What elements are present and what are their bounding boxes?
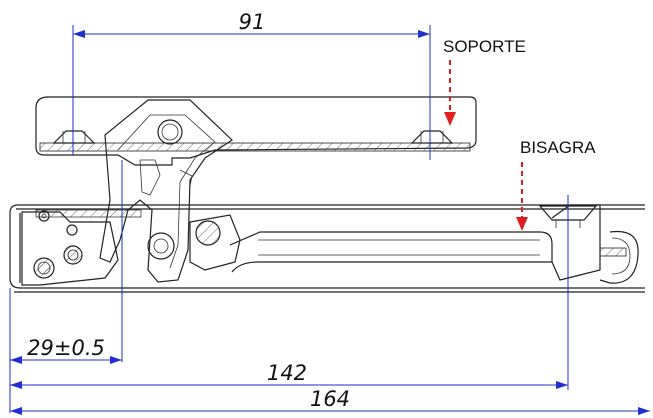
dimension-29: 29±0.5 xyxy=(9,160,123,413)
support-screw-left xyxy=(52,130,96,144)
dimension-91-label: 91 xyxy=(239,10,266,34)
dimension-142: 142 xyxy=(10,195,569,390)
hinge-link-arm xyxy=(99,99,233,283)
callout-bisagra: BISAGRA xyxy=(516,138,596,231)
dimension-91: 91 xyxy=(72,10,431,160)
dimension-142-label: 142 xyxy=(267,361,307,385)
callout-soporte-label: SOPORTE xyxy=(443,37,526,56)
support-screw-right xyxy=(410,130,454,144)
hinge-screw xyxy=(538,205,598,228)
callout-bisagra-label: BISAGRA xyxy=(520,138,596,157)
dimension-164-label: 164 xyxy=(310,387,350,411)
callout-soporte: SOPORTE xyxy=(443,37,526,126)
support-plate xyxy=(35,96,477,166)
dimension-164: 164 xyxy=(10,387,650,415)
hinge-body xyxy=(9,204,645,293)
dimension-29-label: 29±0.5 xyxy=(27,336,105,360)
